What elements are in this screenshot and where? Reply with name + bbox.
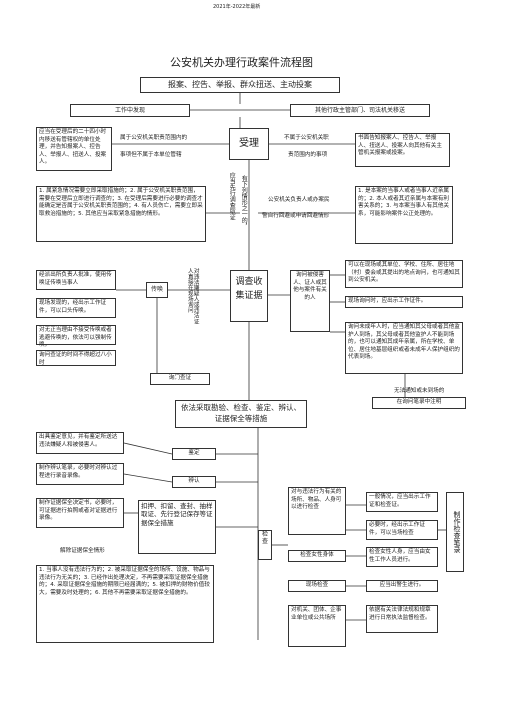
summary-list: 1. 属紧急情况需要立即采取措施的；2. 属于公安机关职责范围，需要在受理后立即… bbox=[36, 186, 206, 242]
recusal-list: 1. 是本案的当事人或者当事人近亲属的；2. 本人或者其近亲属与本案有利害关系的… bbox=[355, 186, 453, 244]
page-header: 2021年-2022年最新 bbox=[213, 4, 261, 10]
inspect-urgent: 必要时，经出示工作证件，可以当场检查 bbox=[366, 520, 438, 540]
measures-box: 扣押、扣留、查封、抽样取证、先行登记保存等证据保全措施 bbox=[138, 500, 216, 554]
sources-box: 报案、控告、举报、群众扭送、主动投案 bbox=[140, 77, 340, 93]
release-reason: 解除证据保全情形 bbox=[60, 548, 105, 554]
accept-right-bottom: 责范围内的事项 bbox=[288, 152, 328, 158]
summon-left-2: 现场发现的，经出示工作证件，可以口头传唤。 bbox=[36, 298, 116, 318]
accept-left-top: 属于公安机关职责范围内的 bbox=[120, 135, 188, 141]
summon-left-1: 经派出所负责人批准，使用传唤证传唤当事人 bbox=[36, 270, 116, 290]
appraisal-box: 鉴定 bbox=[172, 448, 216, 460]
accept-box: 受理 bbox=[229, 128, 269, 160]
identify-box: 辨认 bbox=[172, 476, 216, 488]
inspect-show: 一般情况，应当出示工作证和检查证。 bbox=[366, 492, 438, 512]
record-right: 制作检查笔录 bbox=[446, 492, 464, 572]
inquiry-right-2: 现场询问时，应出示工作证件。 bbox=[345, 296, 463, 308]
inquiry-vertical: 对违法嫌疑人或违法证人直接在现场询问 bbox=[186, 268, 199, 324]
entity-box: 对机关、团体、企事业单位或公共场所 bbox=[288, 605, 346, 647]
accept-left-bottom: 事项但不属于本单位管辖 bbox=[120, 152, 182, 158]
no-reason: 无法通知或未到场的 bbox=[394, 388, 445, 394]
inspect-record: 检查女性身体 bbox=[288, 550, 346, 562]
identify-note: 制作辨认笔录，必要时对辨认过程进行录音录像。 bbox=[36, 463, 124, 485]
transfer-note: 应当在受理后的二十四小时内移送有管辖权的单位处理，并告知报案人、控告人、举报人、… bbox=[36, 127, 112, 171]
inspect-record-box: 检查女性人身，应当由女性工作人员进行。 bbox=[366, 547, 438, 567]
middle-note-bottom: 警自行回避或申请回避情形 bbox=[262, 213, 330, 219]
summon-left-4: 询问查证的时间不得超过八小时 bbox=[36, 350, 116, 366]
vertical-b: 应当先行调查取证 bbox=[228, 172, 236, 220]
site-note: 应当出警生进行。 bbox=[366, 580, 438, 592]
preserve-note: 制作证据保全决定书，必要时，可证据进行拍照或者对证据进行录像。 bbox=[36, 498, 124, 528]
inquiry-box: 询问被侵害人、证人或其他与案件有关的人 bbox=[290, 270, 330, 332]
inquiry-check-box: 询问查证 bbox=[150, 373, 210, 385]
site-check: 现场检查 bbox=[288, 580, 346, 592]
accept-right-top: 不属于公安机关职 bbox=[284, 135, 329, 141]
entity-note: 依据有关法律法规和规章进行日常执法监督检查。 bbox=[366, 605, 438, 633]
inspect-note: 对与违法行为有关的场所、物品、人身可以进行检查 bbox=[288, 487, 346, 535]
notify-note: 书面告知报案人、控告人、举报人、扭送人、投案人向其他有关主管机关报案或投案。 bbox=[355, 133, 450, 167]
summon-box: 传唤 bbox=[146, 282, 168, 298]
inspect-box: 检查 bbox=[258, 530, 272, 560]
inquiry-right-1: 可以在现场或其单位、学校、住所、居住地（村）委会或其提出的地点询问，也可通知其到… bbox=[345, 260, 463, 288]
note-in-record: 在询问笔录中注明 bbox=[372, 397, 466, 409]
appraisal-note: 出具鉴定意见，并有鉴定所送达违法嫌疑人和被侵害人。 bbox=[36, 432, 124, 454]
page-title: 公安机关办理行政案件流程图 bbox=[170, 56, 313, 69]
found-at-work-box: 工作中发现 bbox=[70, 104, 190, 117]
inquiry-right-3: 询问未成年人时，应当通知其父母或者其他监护人到场，其父母或者其他监护人不能到场的… bbox=[345, 322, 463, 374]
evidence-title-box: 依法采取勘验、检查、鉴定、辨认、证据保全等措施 bbox=[175, 400, 307, 428]
summon-left-3: 对无正当理由不接受传唤或者逃避传唤的，依法可以强制传唤。 bbox=[36, 325, 116, 348]
investigate-box: 调查收集证据 bbox=[230, 270, 268, 322]
vertical-a: 有下列情形之一的， bbox=[240, 175, 248, 229]
middle-note-top: 公安机关负责人或办案民 bbox=[268, 197, 330, 203]
transfer-box: 其他行政主管部门、司法机关移送 bbox=[290, 104, 430, 117]
release-list: 1. 当事人没有违法行为的；2. 被采取证据保全的场所、设施、物品与违法行为无关… bbox=[36, 565, 214, 643]
evidence-title bbox=[175, 376, 179, 378]
